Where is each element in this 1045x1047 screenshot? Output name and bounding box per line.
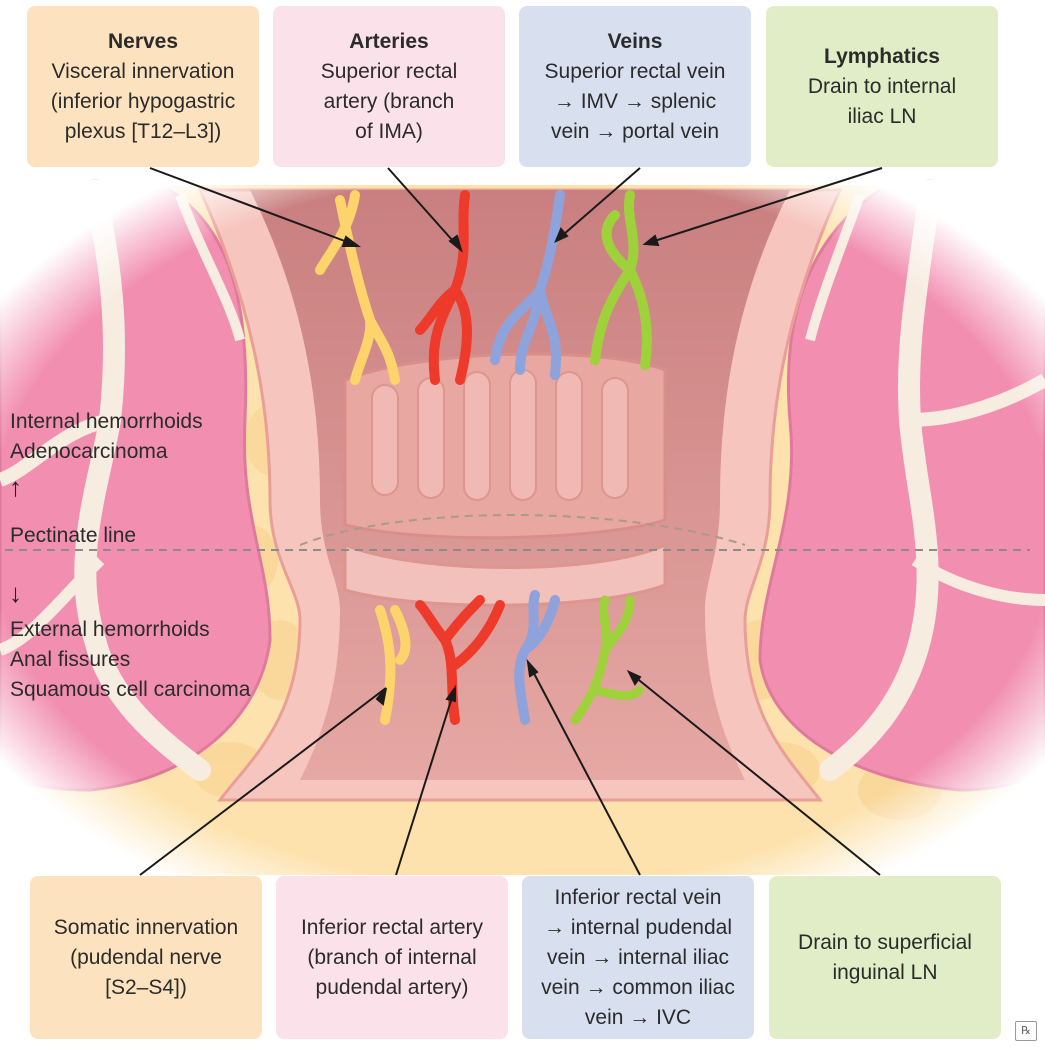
box-text: (branch of internal bbox=[307, 945, 477, 969]
box-text: → internal pudendal bbox=[544, 915, 732, 939]
box-text: vein → portal vein bbox=[550, 119, 720, 143]
box-text: iliac LN bbox=[847, 104, 917, 128]
pointer-lymph-bottom bbox=[628, 671, 881, 876]
pointer-veins-bottom bbox=[527, 661, 641, 876]
box-title: Nerves bbox=[107, 29, 179, 53]
rx-logo-icon: ℞ bbox=[1015, 1021, 1037, 1041]
pointer-nerves-bottom bbox=[139, 687, 387, 876]
box-text: Superior rectal vein bbox=[544, 59, 726, 83]
box-text: Inferior rectal vein bbox=[554, 885, 722, 909]
box-text: vein → internal iliac bbox=[546, 945, 730, 969]
box-text: Somatic innervation bbox=[53, 915, 239, 939]
box-title: Arteries bbox=[349, 29, 429, 53]
box-text: Superior rectal bbox=[320, 59, 458, 83]
pointer-arteries-bottom bbox=[395, 687, 456, 876]
box-text: artery (branch bbox=[323, 89, 455, 113]
label-external-hemorrhoids: External hemorrhoids bbox=[10, 618, 210, 641]
pointer-arteries-top bbox=[387, 167, 462, 251]
box-text: (inferior hypogastric bbox=[50, 89, 236, 113]
box-title: Veins bbox=[607, 29, 663, 53]
box-text: Visceral innervation bbox=[51, 59, 235, 83]
up-arrow-icon: ↑ bbox=[9, 472, 22, 502]
box-text: vein → IVC bbox=[584, 1005, 692, 1029]
label-adenocarcinoma: Adenocarcinoma bbox=[10, 440, 168, 463]
box-text: of IMA) bbox=[355, 119, 423, 143]
nerves-top-box: Nerves Visceral innervation (inferior hy… bbox=[27, 6, 259, 167]
pointer-lymph-top bbox=[644, 167, 883, 245]
label-pectinate-line: Pectinate line bbox=[10, 524, 137, 547]
box-text: → IMV → splenic bbox=[553, 89, 717, 113]
box-text: Drain to internal bbox=[807, 74, 957, 98]
pointer-nerves-top bbox=[149, 167, 359, 247]
box-text: pudendal artery) bbox=[315, 975, 469, 999]
lymphatics-top-box: Lymphatics Drain to internal iliac LN bbox=[766, 6, 998, 167]
box-text: Drain to superficial bbox=[798, 930, 972, 954]
lymphatics-bottom-box: Drain to superficial inguinal LN bbox=[769, 876, 1001, 1039]
box-text: vein → common iliac bbox=[541, 975, 735, 999]
arteries-top-box: Arteries Superior rectal artery (branch … bbox=[273, 6, 505, 167]
label-internal-hemorrhoids: Internal hemorrhoids bbox=[10, 410, 203, 433]
veins-bottom-box: Inferior rectal vein → internal pudendal… bbox=[522, 876, 754, 1039]
box-text: (pudendal nerve bbox=[70, 945, 222, 969]
box-text: inguinal LN bbox=[832, 960, 938, 984]
box-title: Lymphatics bbox=[824, 44, 940, 68]
pointer-lines bbox=[139, 167, 883, 876]
pointer-veins-top bbox=[555, 167, 641, 242]
box-text: [S2–S4]) bbox=[105, 975, 187, 999]
nerves-bottom-box: Somatic innervation (pudendal nerve [S2–… bbox=[30, 876, 262, 1039]
veins-top-box: Veins Superior rectal vein → IMV → splen… bbox=[519, 6, 751, 167]
box-text: Inferior rectal artery bbox=[300, 915, 484, 939]
label-anal-fissures: Anal fissures bbox=[10, 648, 131, 671]
label-squamous-cell-carcinoma: Squamous cell carcinoma bbox=[10, 678, 251, 701]
down-arrow-icon: ↓ bbox=[9, 578, 22, 608]
box-text: plexus [T12–L3]) bbox=[64, 119, 222, 143]
arteries-bottom-box: Inferior rectal artery (branch of intern… bbox=[276, 876, 508, 1039]
